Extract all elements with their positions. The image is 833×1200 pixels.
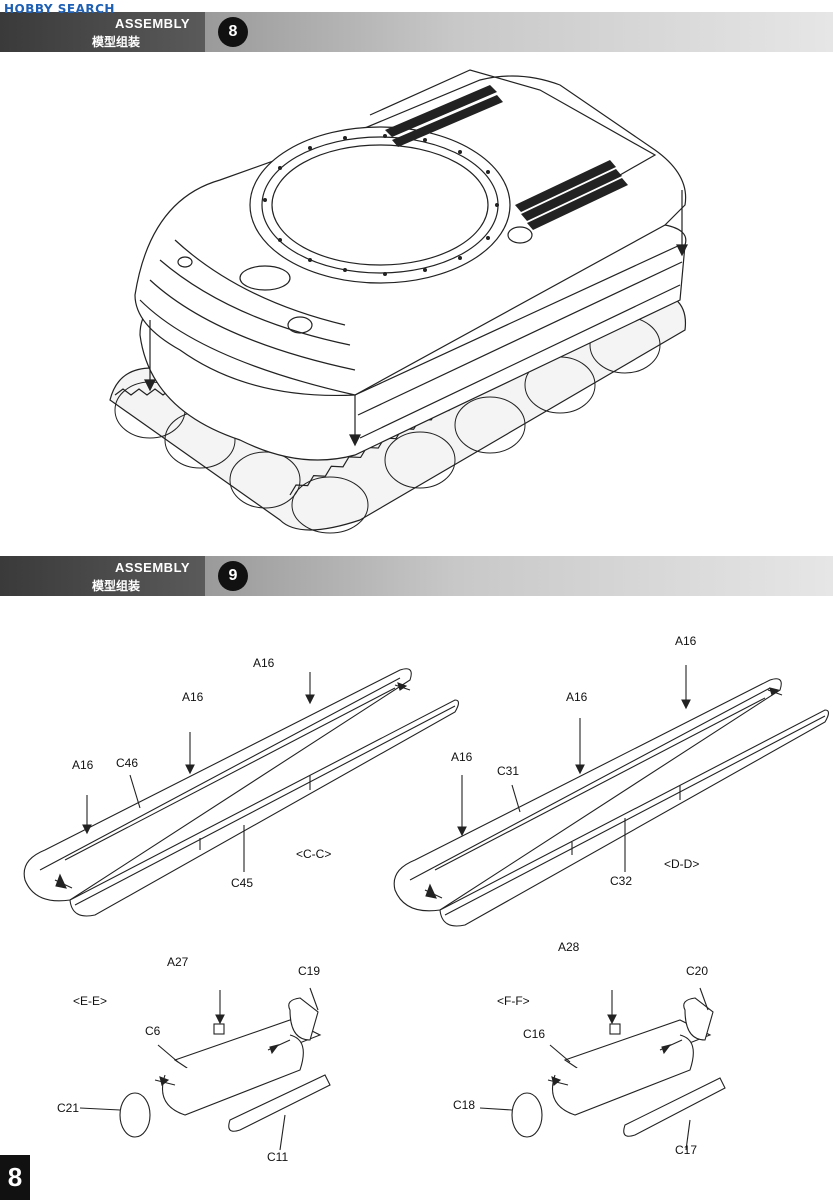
watermark: HOBBY SEARCH <box>4 2 115 16</box>
part-label-a28: A28 <box>558 940 580 954</box>
step-8-title: ASSEMBLY <box>114 16 190 31</box>
page-number: 8 <box>0 1155 30 1200</box>
part-label-c46: C46 <box>116 756 139 770</box>
part-label-a16: A16 <box>72 758 94 772</box>
part-label-c20: C20 <box>686 964 709 978</box>
step-9-header: ASSEMBLY 模型组装 9 <box>0 556 833 596</box>
part-label-c19: C19 <box>298 964 321 978</box>
step-9-number: 9 <box>218 561 248 591</box>
part-label-a16: A16 <box>566 690 588 704</box>
part-label-c6: C6 <box>145 1024 161 1038</box>
step-9-title: ASSEMBLY <box>114 560 190 575</box>
part-label-c18: C18 <box>453 1098 476 1112</box>
step-8-number: 8 <box>218 17 248 47</box>
part-label-c31: C31 <box>497 764 520 778</box>
section-label-d-d: <D-D> <box>664 857 700 871</box>
part-label-c16: C16 <box>523 1027 546 1041</box>
part-label-a16: A16 <box>675 634 697 648</box>
step-8-subtitle: 模型组装 <box>91 35 140 49</box>
part-label-c11: C11 <box>267 1150 289 1164</box>
part-label-a16: A16 <box>253 656 275 670</box>
part-label-c45: C45 <box>231 876 254 890</box>
step-8-tank-drawing <box>109 69 688 534</box>
step-8-header: ASSEMBLY 模型组装 8 <box>0 12 833 52</box>
section-label-e-e: <E-E> <box>73 994 108 1008</box>
step-9-subtitle: 模型组装 <box>91 579 140 593</box>
part-label-a16: A16 <box>182 690 204 704</box>
section-label-f-f: <F-F> <box>497 994 530 1008</box>
part-label-c17: C17 <box>675 1143 698 1157</box>
part-label-c32: C32 <box>610 874 633 888</box>
part-label-c21: C21 <box>57 1101 80 1115</box>
part-label-a16: A16 <box>451 750 473 764</box>
part-label-a27: A27 <box>167 955 189 969</box>
section-label-c-c: <C-C> <box>296 847 332 861</box>
